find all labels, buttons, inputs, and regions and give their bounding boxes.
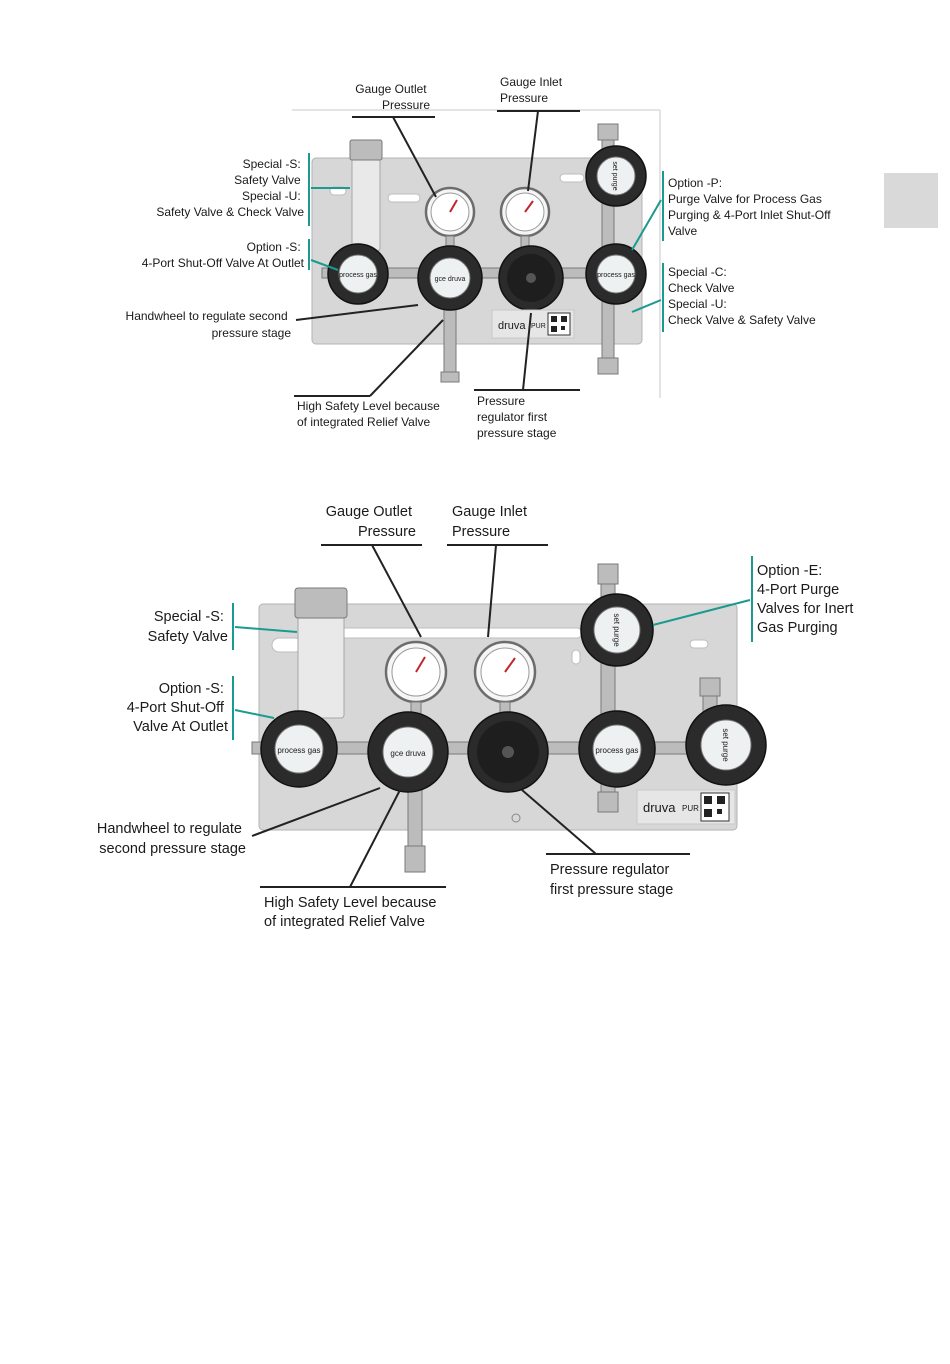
fig1-special-s-u-line1: Special -S: [243, 157, 301, 171]
figure-2: process gas process gas set purge set pu… [97, 504, 857, 930]
fig2-option-e-line1: Option -E: [757, 563, 822, 579]
fig1-knob-label-right: process gas [597, 272, 635, 279]
fig1-special-s-u-line4: Safety Valve & Check Valve [156, 205, 304, 219]
fig2-gauge-inlet-line1: Gauge Inlet [452, 504, 527, 520]
svg-text:High Safety Level because: High Safety Level because of integrated … [264, 895, 441, 930]
fig1-gauge-outlet-line1: Gauge Outlet [355, 82, 427, 96]
svg-text:Pressure regulator first: Pressure regulator first pressure stage [550, 862, 673, 898]
svg-text:Handwheel to regulate second: Handwheel to regulate second pressure st… [126, 309, 292, 340]
fig2-pressure-regulator-line1: Pressure regulator [550, 862, 669, 878]
svg-text:Option -P: Purge Valve f: Option -P: Purge Valve for Process Gas P… [668, 176, 834, 238]
fig1-regulator-panel [311, 123, 647, 383]
fig2-option-s-line1: Option -S: [159, 681, 224, 697]
fig2-high-safety-line1: High Safety Level because [264, 895, 437, 911]
fig2-option-e-line3: Valves for Inert [757, 601, 853, 617]
fig2-option-s-line3: Valve At Outlet [133, 719, 228, 735]
fig2-gauge-outlet-line2: Pressure [358, 524, 416, 540]
svg-text:High Safety Level because: High Safety Level because of integrated … [297, 399, 443, 429]
fig2-option-e-line4: Gas Purging [757, 620, 838, 636]
svg-text:Gauge Outlet Pressure: Gauge Outlet Pressure [326, 504, 416, 540]
fig1-brand-badge: PUR [531, 323, 546, 330]
fig1-handwheel-line1: Handwheel to regulate second [126, 309, 288, 323]
fig2-brand-name: druva [643, 800, 676, 815]
fig1-special-c-u-line4: Check Valve & Safety Valve [668, 313, 816, 327]
svg-text:Option -E: 4-Port Purge: Option -E: 4-Port Purge Valves for Inert… [757, 563, 857, 636]
svg-text:Special -S: Safety Valve: Special -S: Safety Valve [148, 609, 228, 645]
fig1-high-safety-line2: of integrated Relief Valve [297, 415, 431, 429]
side-tab [884, 173, 938, 228]
fig2-special-s-line1: Special -S: [154, 609, 224, 625]
fig1-brand-name: druva [498, 320, 526, 332]
fig1-special-s-u-line2: Safety Valve [234, 173, 301, 187]
svg-text:Special -C: Check Valve: Special -C: Check Valve Special -U: Chec… [668, 265, 816, 327]
fig1-high-safety-line1: High Safety Level because [297, 399, 440, 413]
svg-text:Gauge Outlet Pressure: Gauge Outlet Pressure [355, 82, 430, 112]
fig2-pressure-regulator-line2: first pressure stage [550, 882, 673, 898]
svg-text:Gauge Inlet Pressure: Gauge Inlet Pressure [452, 504, 531, 540]
svg-text:Handwheel to regulate se: Handwheel to regulate second pressure st… [97, 821, 246, 857]
fig2-gauge-outlet-line1: Gauge Outlet [326, 504, 412, 520]
fig1-option-s-line1: Option -S: [247, 240, 301, 254]
fig1-knob-label-center: gce druva [435, 276, 466, 283]
fig1-pressure-regulator-line2: regulator first [477, 410, 548, 424]
fig2-option-s-line2: 4-Port Shut-Off [127, 700, 225, 716]
fig1-knob-label-left: process gas [339, 272, 377, 279]
fig1-option-p-line2: Purge Valve for Process Gas [668, 192, 822, 206]
svg-text:Special -S: Safety Valve: Special -S: Safety Valve Special -U: Saf… [156, 157, 304, 219]
fig1-special-c-u-line3: Special -U: [668, 297, 727, 311]
fig1-gauge-inlet-line2: Pressure [500, 91, 548, 105]
fig1-knob-label-purge: set purge [611, 161, 618, 190]
fig2-brand-badge: PUR [682, 804, 699, 813]
fig1-gauge-inlet-line1: Gauge Inlet [500, 75, 563, 89]
fig1-option-s-line2: 4-Port Shut-Off Valve At Outlet [142, 256, 305, 270]
fig2-regulator-panel [251, 563, 767, 873]
fig2-handwheel-line1: Handwheel to regulate [97, 821, 242, 837]
fig2-special-s-line2: Safety Valve [148, 629, 228, 645]
fig1-gauge-outlet-line2: Pressure [382, 98, 430, 112]
fig1-special-s-u-line3: Special -U: [242, 189, 301, 203]
fig1-special-c-u-line2: Check Valve [668, 281, 735, 295]
fig2-knob-label-right: process gas [595, 746, 638, 755]
figure-1: process gas process gas set purge gce dr… [126, 75, 834, 440]
fig1-pressure-regulator-line1: Pressure [477, 394, 525, 408]
fig1-handwheel-line2: pressure stage [212, 326, 292, 340]
fig1-option-p-line4: Valve [668, 224, 697, 238]
fig1-special-c-u-line1: Special -C: [668, 265, 727, 279]
fig1-pressure-regulator-line3: pressure stage [477, 426, 557, 440]
fig2-knob-label-purge-right: set purge [721, 728, 730, 762]
fig1-option-p-line3: Purging & 4-Port Inlet Shut-Off [668, 208, 831, 222]
fig2-knob-label-center: gce druva [390, 749, 426, 758]
svg-text:Pressure regulator first: Pressure regulator first pressure stage [477, 394, 557, 440]
svg-text:Option -S: 4-Port Shut-O: Option -S: 4-Port Shut-Off Valve At Outl… [142, 240, 305, 270]
fig2-knob-label-purge-top: set purge [612, 613, 621, 647]
svg-text:Gauge Inlet Pressure: Gauge Inlet Pressure [500, 75, 565, 105]
fig2-handwheel-line2: second pressure stage [99, 841, 246, 857]
fig2-option-e-line2: 4-Port Purge [757, 582, 839, 598]
fig1-option-p-line1: Option -P: [668, 176, 722, 190]
fig2-knob-label-left: process gas [277, 746, 320, 755]
fig2-gauge-inlet-line2: Pressure [452, 524, 510, 540]
svg-text:Option -S: 4-Port Shut-O: Option -S: 4-Port Shut-Off Valve At Outl… [127, 681, 228, 735]
fig2-high-safety-line2: of integrated Relief Valve [264, 914, 425, 930]
